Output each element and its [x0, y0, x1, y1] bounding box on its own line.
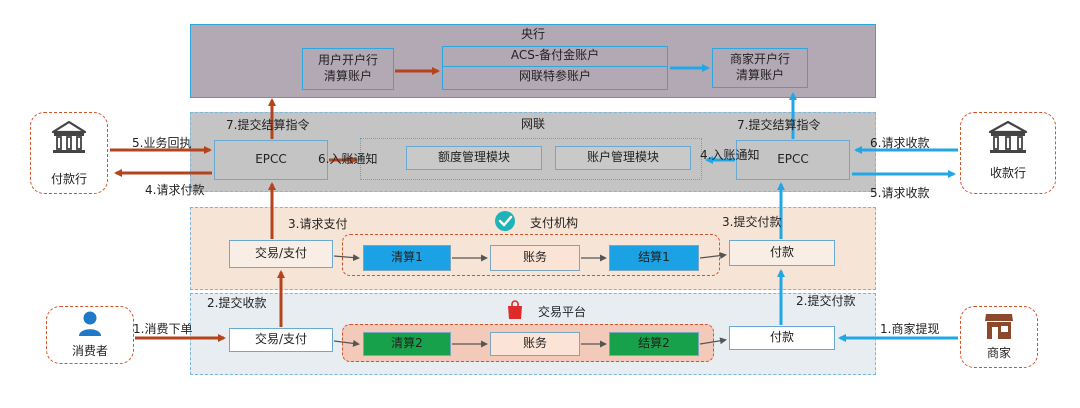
- epcc-left-box: EPCC: [214, 140, 328, 180]
- arrow-trade-to-clearing2: [333, 339, 360, 347]
- payinst-accounting-box: 账务: [490, 245, 580, 271]
- consumer-label: 消费者: [71, 344, 108, 358]
- payinst-trade-pay-box: 交易/支付: [229, 240, 333, 268]
- label-credit-notice-right: 4.入账通知: [700, 148, 760, 162]
- account-divider: [442, 66, 668, 67]
- clearing1-box: 清算1: [363, 245, 451, 271]
- arrow-payinst-trade-to-clearing1: [333, 254, 360, 262]
- central-bank-title: 央行: [520, 27, 545, 41]
- trade-trade-pay-box: 交易/支付: [229, 328, 333, 352]
- payinst-clearing-group: [342, 234, 720, 276]
- merchant-bank-clearing-account: 商家开户行 清算账户: [712, 48, 808, 88]
- shopping-bag-icon: [505, 300, 525, 320]
- bank-building-icon: [49, 118, 89, 158]
- label-submit-collection: 2.提交收款: [207, 296, 267, 310]
- person-icon: [78, 310, 102, 336]
- label-submit-settlement-right: 7.提交结算指令: [737, 118, 821, 132]
- central-bank-region: [190, 24, 876, 98]
- netunion-special-account: 网联特参账户: [518, 69, 591, 83]
- trade-accounting-box: 账务: [490, 332, 580, 356]
- label-credit-notice-left: 6.入账通知: [318, 152, 378, 166]
- settlement2-box: 结算2: [609, 332, 699, 356]
- account-management-module: 账户管理模块: [555, 146, 691, 170]
- quota-management-module: 额度管理模块: [406, 146, 542, 170]
- label-submit-settlement-left: 7.提交结算指令: [226, 118, 310, 132]
- acs-reserve-account: ACS-备付金账户: [510, 48, 600, 62]
- acs-netunion-account-group: [442, 46, 668, 90]
- label-submit-payout-3: 3.提交付款: [722, 215, 782, 229]
- payer-bank-label: 付款行: [50, 172, 87, 186]
- netunion-title: 网联: [520, 117, 545, 131]
- label-request-collection-6: 6.请求收款: [870, 136, 930, 150]
- clearing2-box: 清算2: [363, 332, 451, 356]
- label-consumer-order: 1.消费下单: [133, 322, 193, 336]
- label-request-collection-5: 5.请求收款: [870, 186, 930, 200]
- arrow-settlement1-to-payout: [699, 252, 727, 260]
- label-submit-payout-2: 2.提交付款: [796, 294, 856, 308]
- label-request-payment: 4.请求付款: [145, 183, 205, 197]
- payment-institution-title: 支付机构: [530, 216, 579, 230]
- user-bank-clearing-account: 用户开户行 清算账户: [302, 48, 394, 90]
- checkmark-badge-icon: [494, 210, 516, 232]
- netunion-modules-group: [360, 138, 702, 180]
- arrow-settlement2-to-payout: [699, 337, 727, 345]
- trading-platform-title: 交易平台: [538, 305, 587, 319]
- payee-bank-label: 收款行: [989, 166, 1026, 180]
- settlement1-box: 结算1: [609, 245, 699, 271]
- label-request-pay: 3.请求支付: [288, 217, 348, 231]
- merchant-label: 商家: [986, 346, 1011, 360]
- trade-payout-box: 付款: [729, 326, 835, 350]
- payinst-payout-box: 付款: [729, 240, 835, 266]
- label-merchant-withdraw: 1.商家提现: [880, 322, 940, 336]
- bank-building-icon: [986, 118, 1030, 158]
- label-business-receipt: 5.业务回执: [132, 136, 192, 150]
- epcc-right-box: EPCC: [736, 140, 850, 180]
- storefront-icon: [984, 312, 1014, 340]
